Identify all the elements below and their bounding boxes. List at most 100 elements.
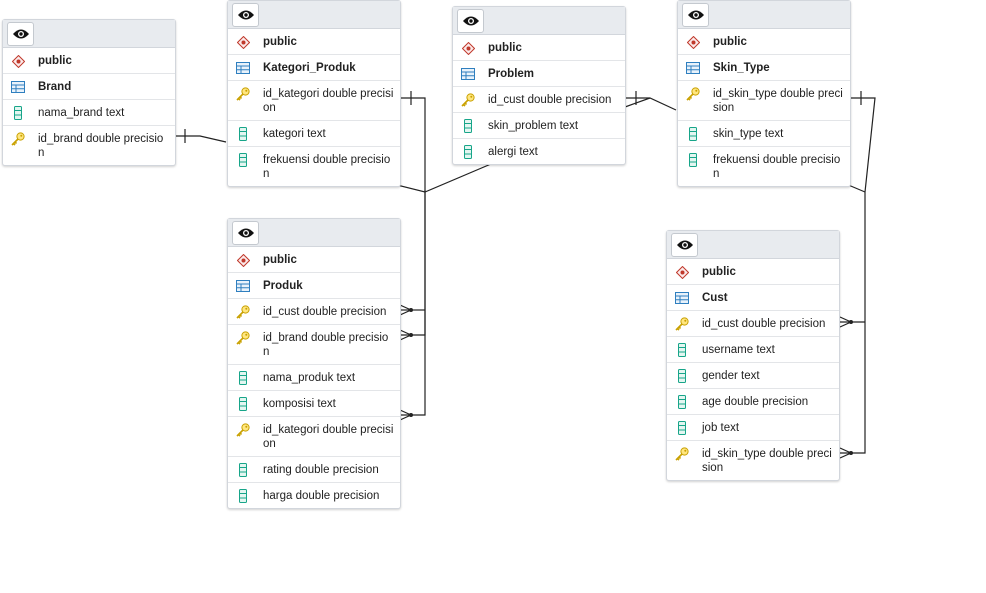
table-icon	[461, 68, 475, 80]
column-row[interactable]: job text	[667, 415, 839, 441]
column-row[interactable]: id_skin_type double precision	[667, 441, 839, 480]
column-icon	[239, 127, 247, 141]
table-name-row: Problem	[453, 61, 625, 87]
column-label: id_cust double precision	[263, 306, 387, 318]
column-icon	[464, 119, 472, 133]
column-label: harga double precision	[263, 490, 380, 502]
view-button[interactable]	[232, 3, 259, 27]
column-label: kategori text	[263, 128, 326, 140]
table-icon	[236, 62, 250, 74]
view-button[interactable]	[457, 9, 484, 33]
column-label: id_cust double precision	[488, 94, 612, 106]
link-problem-skintype	[625, 97, 677, 111]
column-row[interactable]: id_brand double precision	[3, 126, 175, 165]
view-button[interactable]	[7, 22, 34, 46]
column-row[interactable]: skin_type text	[678, 121, 850, 147]
column-label: frekuensi double precision	[263, 154, 391, 180]
eye-icon	[12, 29, 29, 39]
key-icon	[675, 447, 689, 461]
column-label: id_kategori double precision	[263, 424, 394, 450]
column-icon	[239, 489, 247, 503]
eye-icon	[676, 240, 693, 250]
table-header	[678, 1, 850, 29]
table-brand[interactable]: public Brand nama_brand text id_brand do…	[2, 19, 176, 166]
table-skin-type[interactable]: public Skin_Type id_skin_type double pre…	[677, 0, 851, 187]
column-row[interactable]: id_kategori double precision	[228, 81, 400, 121]
schema-row: public	[3, 48, 175, 74]
table-problem[interactable]: public Problem id_cust double precision …	[452, 6, 626, 165]
column-row[interactable]: id_cust double precision	[453, 87, 625, 113]
link-brand-produk	[174, 135, 227, 143]
column-row[interactable]: id_cust double precision	[667, 311, 839, 337]
column-row[interactable]: komposisi text	[228, 391, 400, 417]
column-row[interactable]: nama_brand text	[3, 100, 175, 126]
column-row[interactable]: rating double precision	[228, 457, 400, 483]
eye-icon	[462, 16, 479, 26]
column-row[interactable]: kategori text	[228, 121, 400, 147]
column-label: age double precision	[702, 396, 809, 408]
table-name: Skin_Type	[713, 62, 770, 74]
column-row[interactable]: frekuensi double precision	[228, 147, 400, 186]
column-icon	[239, 397, 247, 411]
schema-icon	[236, 35, 250, 49]
column-row[interactable]: harga double precision	[228, 483, 400, 508]
schema-row: public	[228, 247, 400, 273]
column-label: job text	[702, 422, 740, 434]
table-header	[228, 219, 400, 247]
column-label: komposisi text	[263, 398, 336, 410]
column-label: id_skin_type double precision	[702, 448, 832, 474]
table-icon	[236, 280, 250, 292]
schema-label: public	[702, 266, 736, 278]
column-row[interactable]: frekuensi double precision	[678, 147, 850, 186]
column-row[interactable]: alergi text	[453, 139, 625, 164]
eye-icon	[237, 10, 254, 20]
link-brand-produk-trunk	[400, 190, 426, 336]
table-name-row: Cust	[667, 285, 839, 311]
column-icon	[239, 153, 247, 167]
schema-label: public	[38, 55, 72, 67]
table-name-row: Produk	[228, 273, 400, 299]
table-cust[interactable]: public Cust id_cust double precision use…	[666, 230, 840, 481]
view-button[interactable]	[682, 3, 709, 27]
column-label: id_brand double precision	[263, 332, 389, 358]
key-icon	[236, 331, 250, 345]
column-row[interactable]: id_brand double precision	[228, 325, 400, 365]
column-label: frekuensi double precision	[713, 154, 841, 180]
column-row[interactable]: username text	[667, 337, 839, 363]
view-button[interactable]	[232, 221, 259, 245]
table-name: Produk	[263, 280, 303, 292]
key-icon	[461, 93, 475, 107]
table-name: Problem	[488, 68, 535, 80]
table-name-row: Brand	[3, 74, 175, 100]
column-label: nama_produk text	[263, 372, 356, 384]
table-header	[3, 20, 175, 48]
column-icon	[678, 369, 686, 383]
column-label: rating double precision	[263, 464, 379, 476]
column-row[interactable]: gender text	[667, 363, 839, 389]
view-button[interactable]	[671, 233, 698, 257]
column-row[interactable]: age double precision	[667, 389, 839, 415]
column-icon	[464, 145, 472, 159]
column-icon	[678, 421, 686, 435]
table-produk[interactable]: public Produk id_cust double precision i…	[227, 218, 401, 509]
column-icon	[14, 106, 22, 120]
key-icon	[236, 87, 250, 101]
column-label: username text	[702, 344, 775, 356]
column-row[interactable]: id_skin_type double precision	[678, 81, 850, 121]
table-header	[667, 231, 839, 259]
table-name-row: Skin_Type	[678, 55, 850, 81]
table-kategori-produk[interactable]: public Kategori_Produk id_kategori doubl…	[227, 0, 401, 187]
table-name: Kategori_Produk	[263, 62, 356, 74]
table-header	[453, 7, 625, 35]
column-label: skin_type text	[713, 128, 784, 140]
column-row[interactable]: skin_problem text	[453, 113, 625, 139]
schema-icon	[11, 54, 25, 68]
column-row[interactable]: id_cust double precision	[228, 299, 400, 325]
schema-icon	[461, 41, 475, 55]
schema-row: public	[678, 29, 850, 55]
key-icon	[236, 305, 250, 319]
key-icon	[11, 132, 25, 146]
key-icon	[675, 317, 689, 331]
column-row[interactable]: nama_produk text	[228, 365, 400, 391]
column-row[interactable]: id_kategori double precision	[228, 417, 400, 457]
